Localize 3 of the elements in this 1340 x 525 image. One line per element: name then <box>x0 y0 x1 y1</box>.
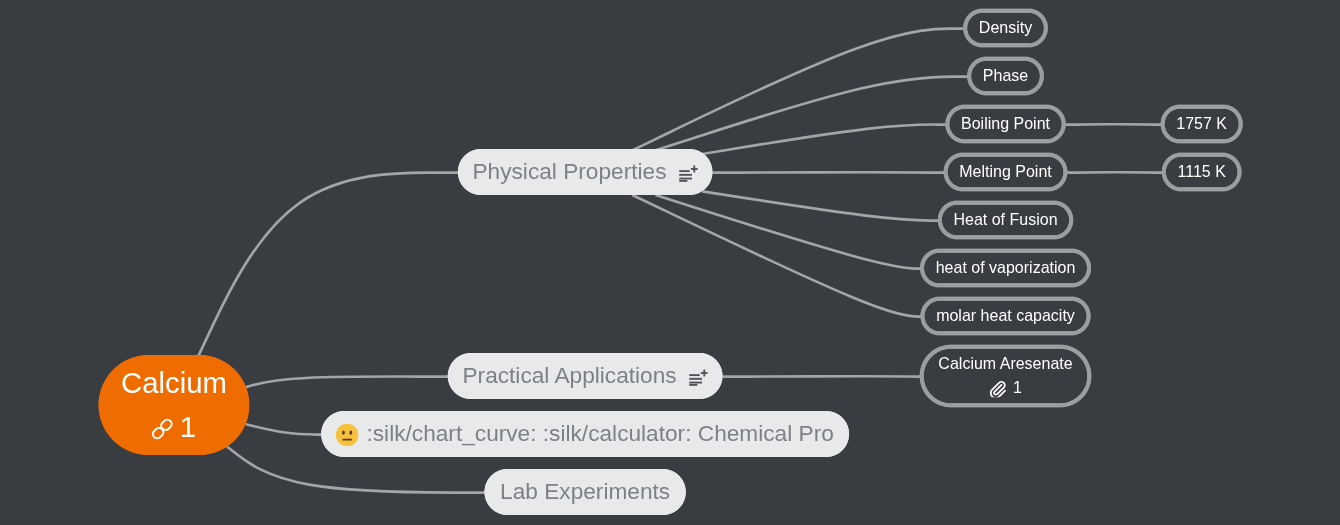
connector <box>245 422 323 436</box>
connector <box>1066 170 1165 174</box>
connector <box>226 445 486 494</box>
